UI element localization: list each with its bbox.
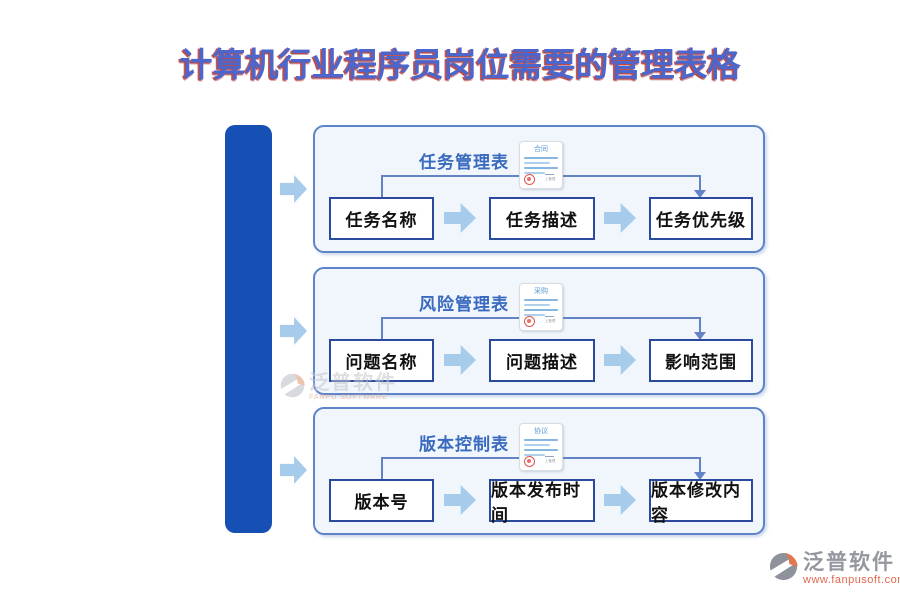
red-seal-icon — [524, 455, 535, 467]
connector-arrowhead-icon — [694, 332, 706, 340]
signature-block: 上管理 — [541, 315, 559, 327]
fanpu-logo-icon — [279, 373, 306, 398]
document-text-line — [524, 309, 558, 311]
document-icon-label: 合同 — [534, 146, 548, 153]
connector-line — [381, 175, 383, 198]
document-text-line — [524, 167, 558, 169]
arrow-right-icon — [604, 203, 636, 233]
footer-logo-url: www.fanpusoft.com — [803, 574, 900, 586]
connector-arrowhead-icon — [694, 190, 706, 198]
arrow-right-icon — [280, 175, 307, 203]
watermark-caption: FANPU SOFTWARE — [309, 394, 388, 401]
connector-line — [699, 317, 701, 333]
red-seal-icon — [524, 173, 535, 185]
document-text-line — [524, 299, 558, 301]
flow-box-version-release-time: 版本发布时间 — [489, 479, 595, 525]
panel-title: 风险管理表 — [419, 295, 509, 314]
watermark: 泛普软件 FANPU SOFTWARE — [279, 372, 397, 401]
signature-block: 上管理 — [541, 173, 559, 185]
arrow-right-icon — [444, 485, 476, 515]
flow-box-issue-description: 问题描述 — [489, 339, 595, 382]
arrow-right-icon — [604, 345, 636, 375]
fanpu-logo-icon — [768, 552, 799, 581]
panel-task-management: 任务管理表 合同 上管理 任务名称 任务描述 任务优先级 — [313, 125, 765, 253]
flow-box-task-name: 任务名称 — [329, 197, 434, 240]
document-text-line — [524, 304, 550, 306]
connector-line — [699, 175, 701, 191]
document-text-line — [524, 162, 550, 164]
panel-title: 任务管理表 — [419, 153, 509, 172]
arrow-right-icon — [444, 345, 476, 375]
document-icon: 协议 上管理 — [519, 423, 563, 471]
arrow-right-icon — [604, 485, 636, 515]
stamp-caption: 上管理 — [544, 459, 556, 463]
flow-box-version-change-content: 版本修改内容 — [649, 479, 753, 525]
signature-line — [545, 455, 555, 457]
flow-box-task-description: 任务描述 — [489, 197, 595, 240]
connector-line — [699, 457, 701, 473]
document-text-line — [524, 444, 550, 446]
stamp-caption: 上管理 — [544, 319, 556, 323]
document-icon: 合同 上管理 — [519, 141, 563, 189]
arrow-right-icon — [444, 203, 476, 233]
flow-box-impact-scope: 影响范围 — [649, 339, 753, 382]
document-text-line — [524, 449, 558, 451]
flow-box-version-number: 版本号 — [329, 479, 434, 522]
signature-line — [545, 315, 555, 317]
connector-line — [381, 317, 383, 340]
document-icon: 采购 上管理 — [519, 283, 563, 331]
signature-block: 上管理 — [541, 455, 559, 467]
flow-box-task-priority: 任务优先级 — [649, 197, 753, 240]
document-icon-label: 协议 — [534, 428, 548, 435]
document-text-line — [524, 157, 558, 159]
arrow-right-icon — [280, 317, 307, 345]
stamp-caption: 上管理 — [544, 177, 556, 181]
document-text-line — [524, 314, 545, 316]
document-text-line — [524, 172, 545, 174]
footer-logo: 泛普软件 www.fanpusoft.com — [768, 551, 900, 586]
panel-risk-management: 风险管理表 采购 上管理 问题名称 问题描述 影响范围 — [313, 267, 765, 395]
connector-line — [381, 457, 383, 480]
red-seal-icon — [524, 315, 535, 327]
flow-box-issue-name: 问题名称 — [329, 339, 434, 382]
document-icon-label: 采购 — [534, 288, 548, 295]
watermark-name: 泛普软件 — [309, 372, 397, 394]
signature-line — [545, 173, 555, 175]
document-text-line — [524, 454, 545, 456]
footer-logo-name: 泛普软件 — [803, 551, 895, 574]
page-title: 计算机行业程序员岗位需要的管理表格 — [179, 48, 741, 84]
panel-version-control: 版本控制表 协议 上管理 版本号 版本发布时间 版本修改内容 — [313, 407, 765, 535]
panel-title: 版本控制表 — [419, 435, 509, 454]
document-text-line — [524, 439, 558, 441]
connector-arrowhead-icon — [694, 472, 706, 480]
arrow-right-icon — [280, 456, 307, 484]
left-spine-bar — [225, 125, 272, 533]
